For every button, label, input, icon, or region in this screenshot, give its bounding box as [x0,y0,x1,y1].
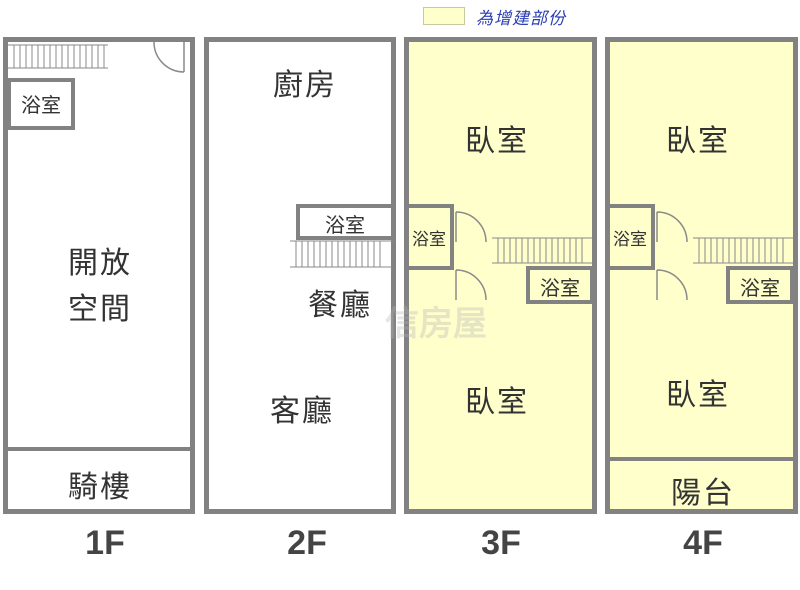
bath-right-3f-label: 浴室 [540,276,580,300]
floor-3f-plan [404,37,597,514]
balcony-4f-label: 陽台 [671,476,735,511]
bath-2f [296,204,394,240]
bedroom-top-4f-label: 臥室 [666,124,730,159]
dining-2f-label: 餐廳 [308,288,372,323]
floor-label-4f: 4F [683,524,723,562]
bedroom-bottom-3f-label: 臥室 [465,385,529,420]
bath-right-4f [726,266,794,304]
balcony-wall-4f [605,457,798,461]
door-1f [153,42,185,73]
legend-swatch [423,7,465,25]
living-2f-label: 客廳 [270,394,334,429]
bath-2f-label: 浴室 [325,213,365,237]
open-space-1f-line1: 開放 [68,246,132,281]
bath-left-3f [404,204,454,270]
bath-left-4f-label: 浴室 [613,230,647,250]
stairs-2f [290,240,394,268]
arcade-1f-label: 騎樓 [68,470,132,505]
bath-right-4f-label: 浴室 [740,276,780,300]
bedroom-top-3f-label: 臥室 [465,124,529,159]
floor-label-2f: 2F [287,524,327,562]
floor-1f-plan [3,37,195,514]
floor-2f-plan [204,37,396,514]
bedroom-bottom-4f-label: 臥室 [666,378,730,413]
stairs-4f [693,237,793,264]
watermark-text: 信房屋 [385,304,487,344]
arcade-wall-1f [3,447,195,451]
floor-label-1f: 1F [85,524,125,562]
bath-1f [7,78,75,130]
bath-right-3f [526,266,594,304]
stairs-3f [492,237,592,264]
doors-4f [656,211,688,301]
floor-label-3f: 3F [481,524,521,562]
stairs-1f [8,44,108,69]
doors-3f [455,211,487,301]
open-space-1f-line2: 空間 [68,292,132,327]
kitchen-2f-label: 廚房 [273,68,337,103]
bath-1f-label: 浴室 [21,93,61,117]
legend-label: 為增建部份 [476,9,566,29]
bath-left-3f-label: 浴室 [412,230,446,250]
floor-4f-plan [605,37,798,514]
bath-left-4f [605,204,655,270]
